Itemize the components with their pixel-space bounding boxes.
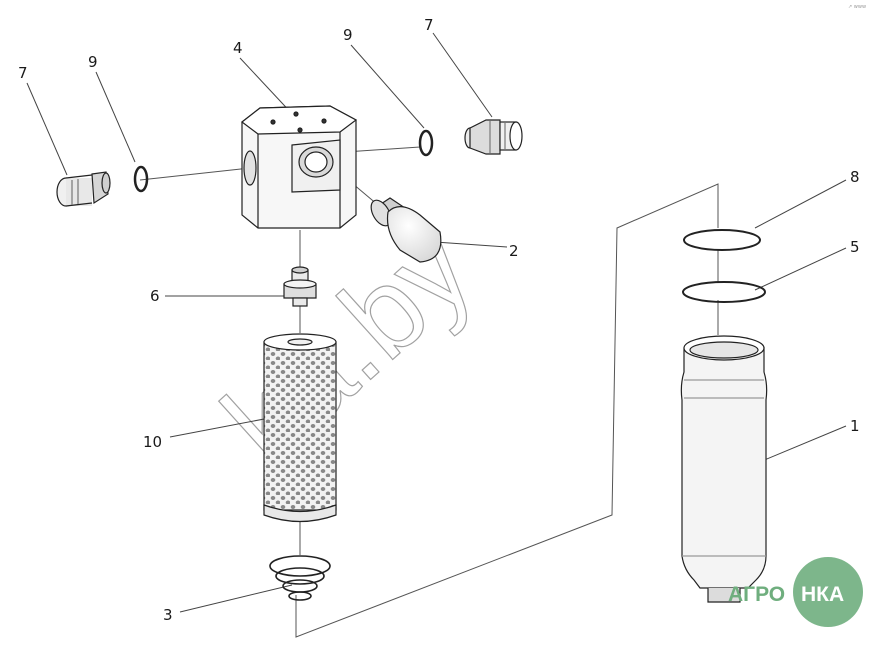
callout-9-left: 9 bbox=[88, 53, 98, 71]
o-ring-9-right bbox=[418, 129, 434, 157]
seal-ring-4 bbox=[682, 281, 766, 303]
callout-4: 5 bbox=[850, 238, 860, 256]
callout-6: 6 bbox=[150, 287, 160, 305]
nipple-6 bbox=[283, 266, 317, 307]
callout-10: 10 bbox=[143, 433, 162, 451]
watermark: ka.by bbox=[198, 202, 497, 490]
logo-text-right: НКА bbox=[801, 583, 844, 606]
o-ring-9-left bbox=[133, 165, 149, 193]
housing-5 bbox=[241, 105, 358, 229]
callout-3: 3 bbox=[163, 606, 173, 624]
filter-element-10 bbox=[263, 333, 337, 523]
svg-text:ka.by: ka.by bbox=[199, 203, 497, 490]
callout-7-left: 7 bbox=[18, 64, 28, 82]
callout-7-right: 7 bbox=[424, 16, 434, 34]
seal-ring-8 bbox=[683, 229, 761, 251]
fitting-7-right bbox=[464, 119, 523, 155]
fitting-7-left bbox=[56, 171, 111, 207]
callout-2: 2 bbox=[509, 242, 519, 260]
corner-mark: ↗ www bbox=[848, 4, 866, 10]
spring-3 bbox=[269, 555, 331, 601]
callout-8: 8 bbox=[850, 168, 860, 186]
callout-leaders bbox=[26, 32, 847, 613]
indicator-2 bbox=[370, 197, 442, 263]
callout-5: 4 bbox=[233, 39, 243, 57]
callout-1: 1 bbox=[850, 417, 860, 435]
agronka-logo: АГРО НКА bbox=[728, 557, 863, 627]
callout-9-right: 9 bbox=[343, 26, 353, 44]
logo-text-left: АГРО bbox=[728, 583, 785, 606]
callout-labels: 7 9 4 9 7 2 6 10 3 8 5 1 bbox=[18, 16, 860, 624]
filter-bowl-1 bbox=[680, 335, 768, 603]
